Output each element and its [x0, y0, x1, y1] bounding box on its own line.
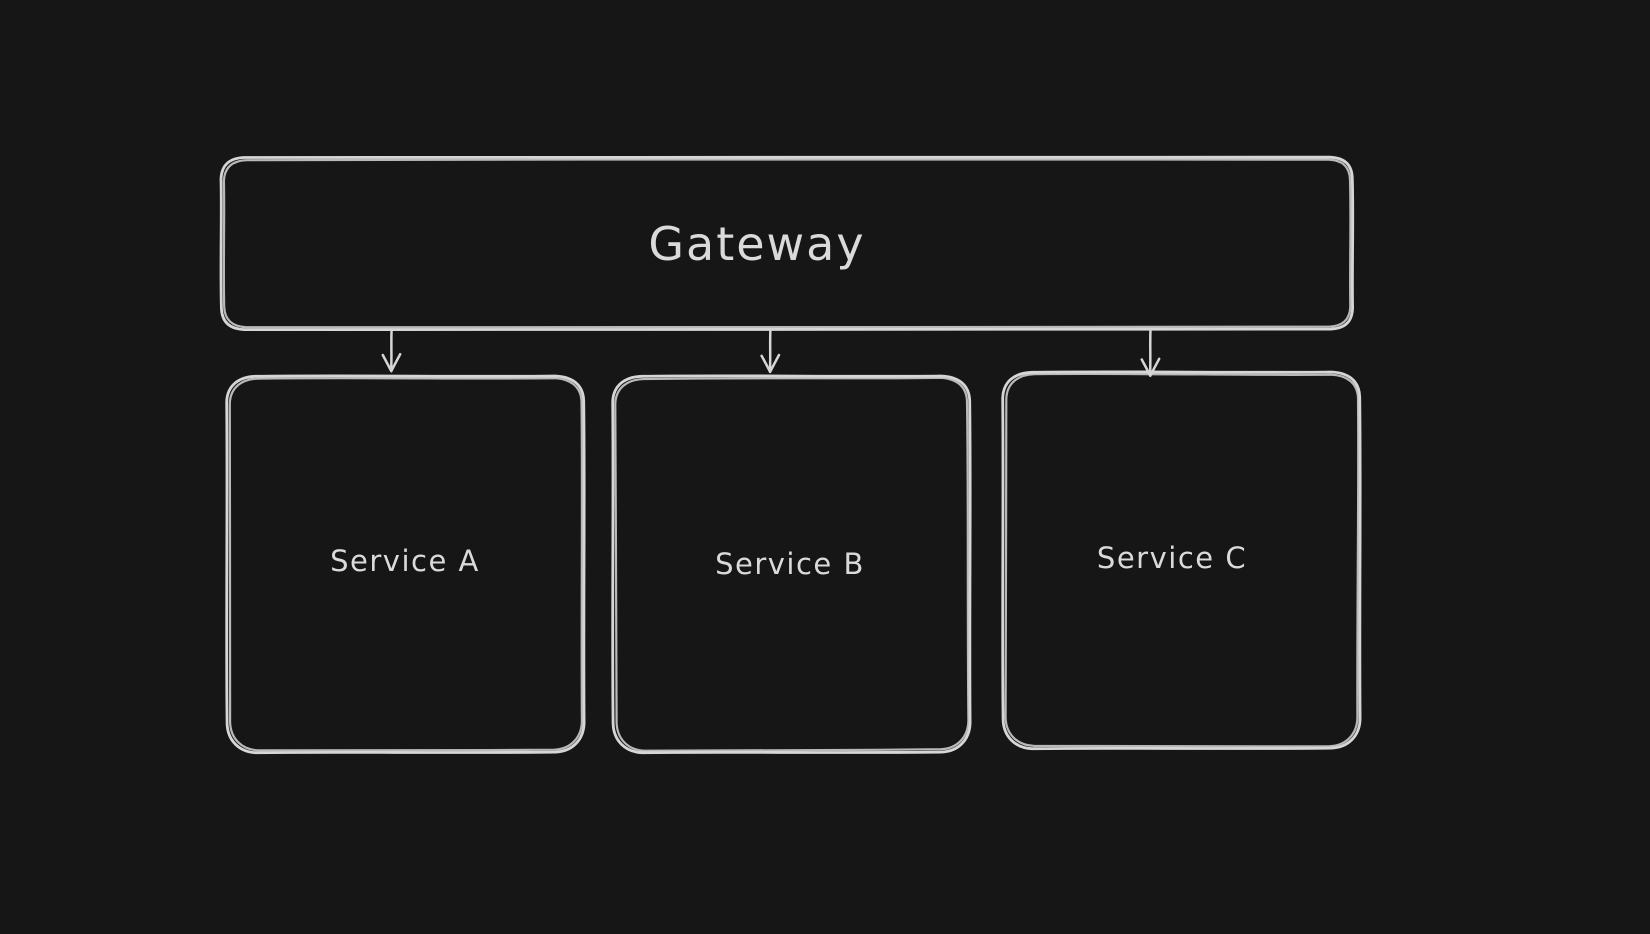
- service-b-box-outline: [611, 374, 972, 755]
- edge-a-arrowhead-icon: [381, 352, 402, 373]
- node-service-b[interactable]: Service B: [611, 374, 972, 755]
- gateway-label[interactable]: Gateway: [648, 217, 865, 271]
- gateway-box-outline: [219, 155, 1355, 332]
- node-gateway[interactable]: Gateway: [219, 155, 1355, 332]
- node-service-c[interactable]: Service C: [1001, 370, 1362, 751]
- service-a-box-outline: [225, 374, 586, 755]
- service-a-label[interactable]: Service A: [330, 544, 480, 578]
- edge-c-arrowhead-icon: [1140, 357, 1161, 378]
- edge-gateway-service-b[interactable]: [760, 328, 781, 374]
- service-b-box-outline-sketch: [614, 376, 970, 752]
- gateway-box-outline-sketch: [222, 158, 1352, 329]
- node-service-a[interactable]: Service A: [225, 374, 586, 755]
- edge-b-arrowhead-icon: [760, 353, 781, 374]
- service-b-label[interactable]: Service B: [715, 547, 865, 581]
- service-a-box-outline-sketch: [228, 377, 584, 752]
- service-c-label[interactable]: Service C: [1097, 541, 1247, 575]
- service-c-box-outline-sketch: [1004, 372, 1360, 748]
- service-c-box-outline: [1001, 370, 1362, 751]
- edge-gateway-service-c[interactable]: [1140, 328, 1161, 378]
- edge-gateway-service-a[interactable]: [381, 328, 402, 373]
